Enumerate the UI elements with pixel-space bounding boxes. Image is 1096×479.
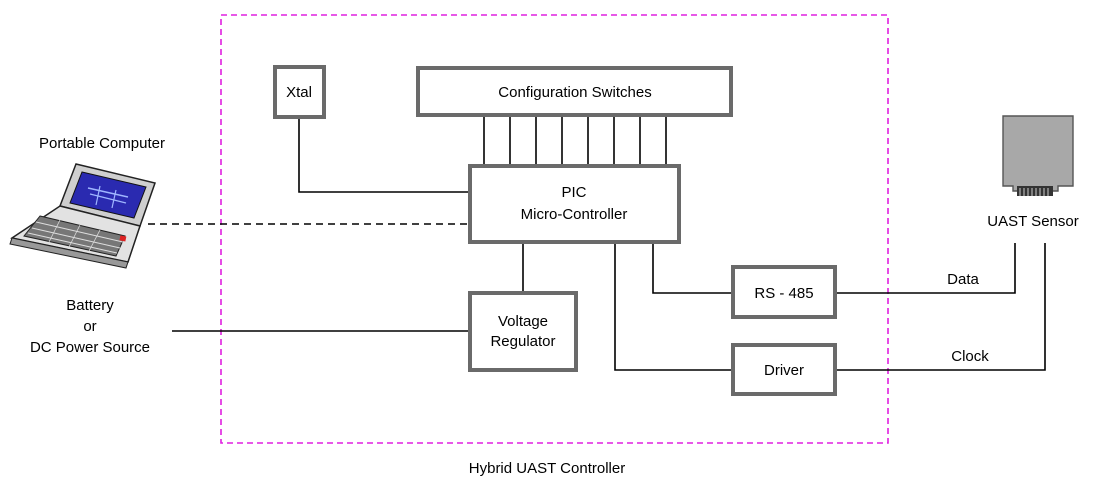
data-signal-label: Data: [947, 271, 979, 288]
rs485-label: RS - 485: [754, 285, 813, 302]
pic-to-rs485-wire: [652, 243, 733, 294]
uast-sensor-label: UAST Sensor: [987, 213, 1078, 230]
laptop-icon: [9, 163, 156, 269]
pic-label: PIC: [561, 184, 586, 201]
microcontroller-label: Micro-Controller: [521, 206, 628, 223]
battery-label: Battery: [66, 297, 114, 314]
pic-to-driver-wire: [614, 243, 733, 371]
controller-boundary: [220, 14, 889, 444]
uast-sensor-icon: [1002, 115, 1074, 196]
pic-microcontroller-block: PIC Micro-Controller: [468, 164, 681, 244]
rs485-block: RS - 485: [731, 265, 837, 319]
data-wire: [835, 243, 1016, 294]
or-label: or: [83, 318, 96, 335]
xtal-block: Xtal: [273, 65, 326, 119]
voltage-label: Voltage: [498, 313, 548, 330]
driver-block: Driver: [731, 343, 837, 396]
clock-wire: [835, 243, 1046, 371]
voltage-regulator-block: Voltage Regulator: [468, 291, 578, 372]
xtal-to-pic-wire: [298, 119, 470, 193]
portable-computer-label: Portable Computer: [39, 135, 165, 152]
connection-wires: [148, 116, 1046, 371]
xtal-label: Xtal: [286, 84, 312, 101]
regulator-label: Regulator: [490, 333, 555, 350]
controller-boundary-label: Hybrid UAST Controller: [469, 460, 625, 477]
dc-power-source-label: DC Power Source: [30, 339, 150, 356]
driver-label: Driver: [764, 362, 804, 379]
configuration-switches-block: Configuration Switches: [416, 66, 733, 117]
clock-signal-label: Clock: [951, 348, 989, 365]
configuration-switches-label: Configuration Switches: [498, 84, 651, 101]
